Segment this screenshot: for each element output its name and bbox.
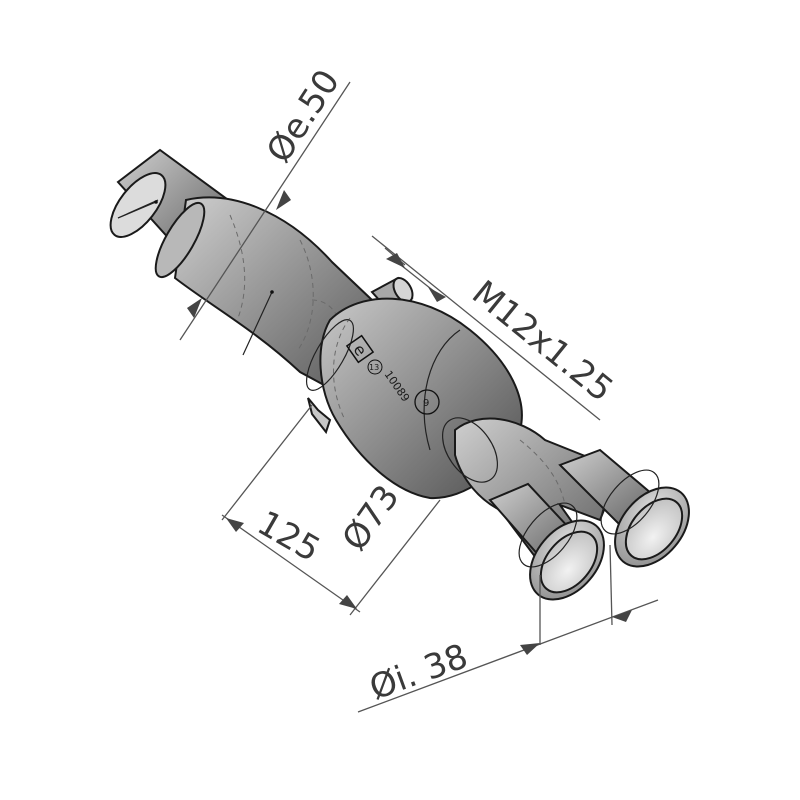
circle-label: 9 xyxy=(423,398,429,409)
outlet-diameter-label: Øi. 38 xyxy=(364,636,473,708)
outlet-pipe-right xyxy=(558,448,690,568)
exhaust-part: e 13 10089 9 xyxy=(109,148,690,601)
mount-bracket xyxy=(307,397,332,435)
inlet-diameter-label: Øe.50 xyxy=(259,63,348,170)
dimension-body-diameter: Ø73 xyxy=(335,478,441,616)
outlet-pipe-left xyxy=(488,482,605,601)
dimension-length: 125 xyxy=(221,404,361,613)
approval-number: 13 xyxy=(369,363,379,372)
body-diameter-label: Ø73 xyxy=(335,478,408,558)
dimension-outlet-diameter: Øi. 38 xyxy=(357,544,659,713)
length-label: 125 xyxy=(251,503,327,570)
